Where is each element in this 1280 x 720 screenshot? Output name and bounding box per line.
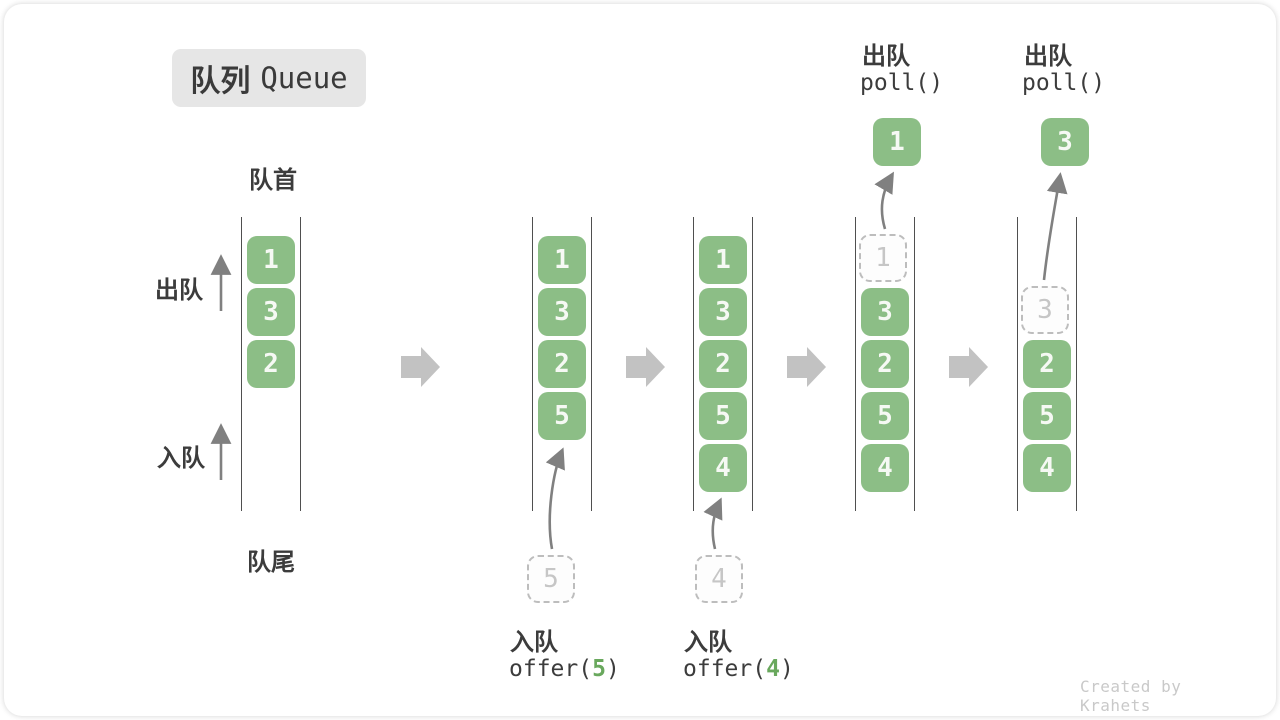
offer-code: offer(4): [683, 656, 794, 682]
dequeue-side-label: 出队: [155, 277, 203, 304]
queue-item: 5: [1023, 392, 1071, 440]
ghost-item: 1: [859, 234, 907, 282]
enqueue-side-label: 入队: [157, 445, 205, 472]
queue-item: 1: [699, 236, 747, 284]
queue-item: 2: [538, 340, 586, 388]
block-arrow-icon: [787, 347, 826, 387]
queue-item: 2: [861, 340, 909, 388]
poll-code: poll(): [1022, 70, 1106, 96]
dequeue-caption: 出队: [1024, 43, 1072, 70]
diagram-card: 队列 Queue 队首 队尾 出队 入队 1 3 2 1 3 2 5 5 入队 …: [4, 4, 1276, 716]
queue-item: 1: [247, 236, 295, 284]
rear-label: 队尾: [247, 549, 295, 576]
queue-item: 3: [699, 288, 747, 336]
queue-container-2: [532, 217, 592, 511]
arrows-layer: [210, 171, 1068, 550]
queue-item: 4: [699, 444, 747, 492]
queue-item: 4: [861, 444, 909, 492]
code-text: ): [605, 656, 620, 682]
queue-container-5: [1017, 217, 1077, 511]
queue-item: 2: [247, 340, 295, 388]
pending-item: 5: [527, 555, 575, 603]
queue-container-3: [693, 217, 753, 511]
dequeue-caption: 出队: [862, 43, 910, 70]
queue-item: 1: [538, 236, 586, 284]
code-arg: 5: [592, 656, 606, 682]
queue-item: 5: [699, 392, 747, 440]
poll-code: poll(): [860, 70, 944, 96]
popped-item: 1: [873, 118, 921, 166]
block-arrow-icon: [401, 347, 440, 387]
title-zh: 队列: [190, 65, 251, 98]
queue-item: 4: [1023, 444, 1071, 492]
offer-code: offer(5): [509, 656, 620, 682]
code-text: offer(: [683, 656, 767, 682]
popped-item: 3: [1041, 118, 1089, 166]
block-arrow-icon: [949, 347, 988, 387]
queue-item: 3: [538, 288, 586, 336]
watermark: Created by Krahets: [1080, 677, 1182, 715]
queue-item: 2: [699, 340, 747, 388]
ghost-item: 3: [1021, 286, 1069, 334]
queue-container-1: [241, 217, 301, 511]
title-badge: 队列 Queue: [172, 49, 366, 107]
queue-item: 5: [861, 392, 909, 440]
enqueue-caption: 入队: [510, 629, 558, 656]
pending-item: 4: [695, 555, 743, 603]
code-text: offer(: [509, 656, 593, 682]
code-text: ): [779, 656, 794, 682]
title-en: Queue: [260, 61, 348, 95]
queue-item: 5: [538, 392, 586, 440]
queue-item: 3: [861, 288, 909, 336]
block-arrow-icon: [626, 347, 665, 387]
enqueue-caption: 入队: [684, 629, 732, 656]
code-arg: 4: [766, 656, 780, 682]
queue-container-4: [855, 217, 915, 511]
front-label: 队首: [249, 167, 297, 194]
queue-item: 3: [247, 288, 295, 336]
queue-item: 2: [1023, 340, 1071, 388]
